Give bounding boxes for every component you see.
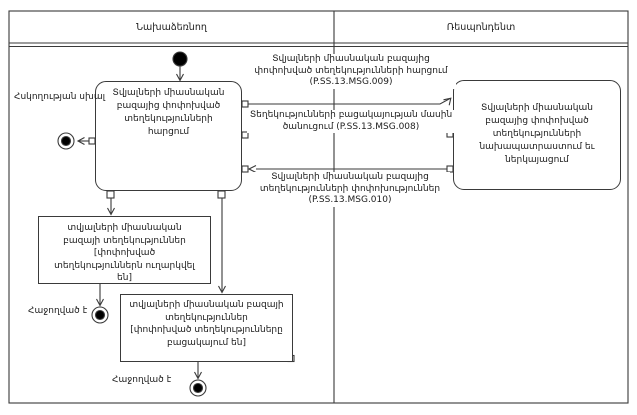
lane-header-initiator: Նախաձեռնող [136, 21, 207, 33]
final-node-error-inner [60, 135, 72, 147]
object-node-info-absent-state: [փոփոխված տեղեկությունները բացակայում են… [130, 325, 283, 348]
edge-label-msg010: Տվյալների միասնական բազայից տեղեկություն… [250, 172, 450, 207]
object-node-info-absent: տվյալների միասնական բազայի տեղեկությունն… [120, 294, 293, 362]
diagram-frame [8, 10, 629, 404]
edge-label-msg008: Տեղեկությունների բացակայության մասին ծան… [247, 110, 455, 133]
control-error-label: Հսկողության սխալ [14, 92, 106, 102]
arrowhead-down-3 [218, 285, 226, 294]
final-node-error-outer [57, 132, 75, 150]
arrowhead-left-1 [76, 137, 85, 145]
lane-header-respondent: Ռեսպոնդենտ [446, 21, 516, 33]
final-node-success2-inner [192, 382, 204, 394]
action-prepare-present-info: Տվյալների միասնական բազայից փոփոխված տեղ… [453, 80, 621, 190]
final-node-success1-inner [94, 309, 106, 321]
pin-request-bottom-1 [106, 190, 115, 199]
arrowhead-left-msg010 [247, 165, 257, 173]
arrowhead-down-2 [107, 207, 115, 216]
edge-label-msg009: Տվյալների միասնական բազայից փոփոխված տեղ… [246, 54, 456, 89]
pin-request-right-mid [241, 131, 249, 139]
final-node-success2-outer [189, 379, 207, 397]
arrowhead-down-5 [194, 371, 202, 380]
initial-node [172, 51, 188, 67]
arrowhead-ne-msg009 [443, 97, 452, 106]
success-label-1: Հաջողված է [28, 306, 88, 316]
pin-request-bottom-2 [217, 190, 226, 199]
pin-request-right-top [241, 100, 249, 108]
arrowhead-down-1 [176, 73, 184, 82]
pin-request-right-bottom [241, 165, 249, 173]
object-node-info-sent: տվյալների միասնական բազայի տեղեկությունն… [38, 216, 211, 284]
final-node-success1-outer [91, 306, 109, 324]
flow-msg009 [248, 98, 451, 105]
action-request-changed-info: Տվյալների միասնական բազայից փոփոխված տեղ… [95, 81, 242, 191]
success-label-2: Հաջողված է [112, 375, 172, 385]
object-node-info-absent-title: տվյալների միասնական բազայի տեղեկությունն… [129, 300, 284, 323]
arrowhead-down-4 [96, 298, 104, 307]
